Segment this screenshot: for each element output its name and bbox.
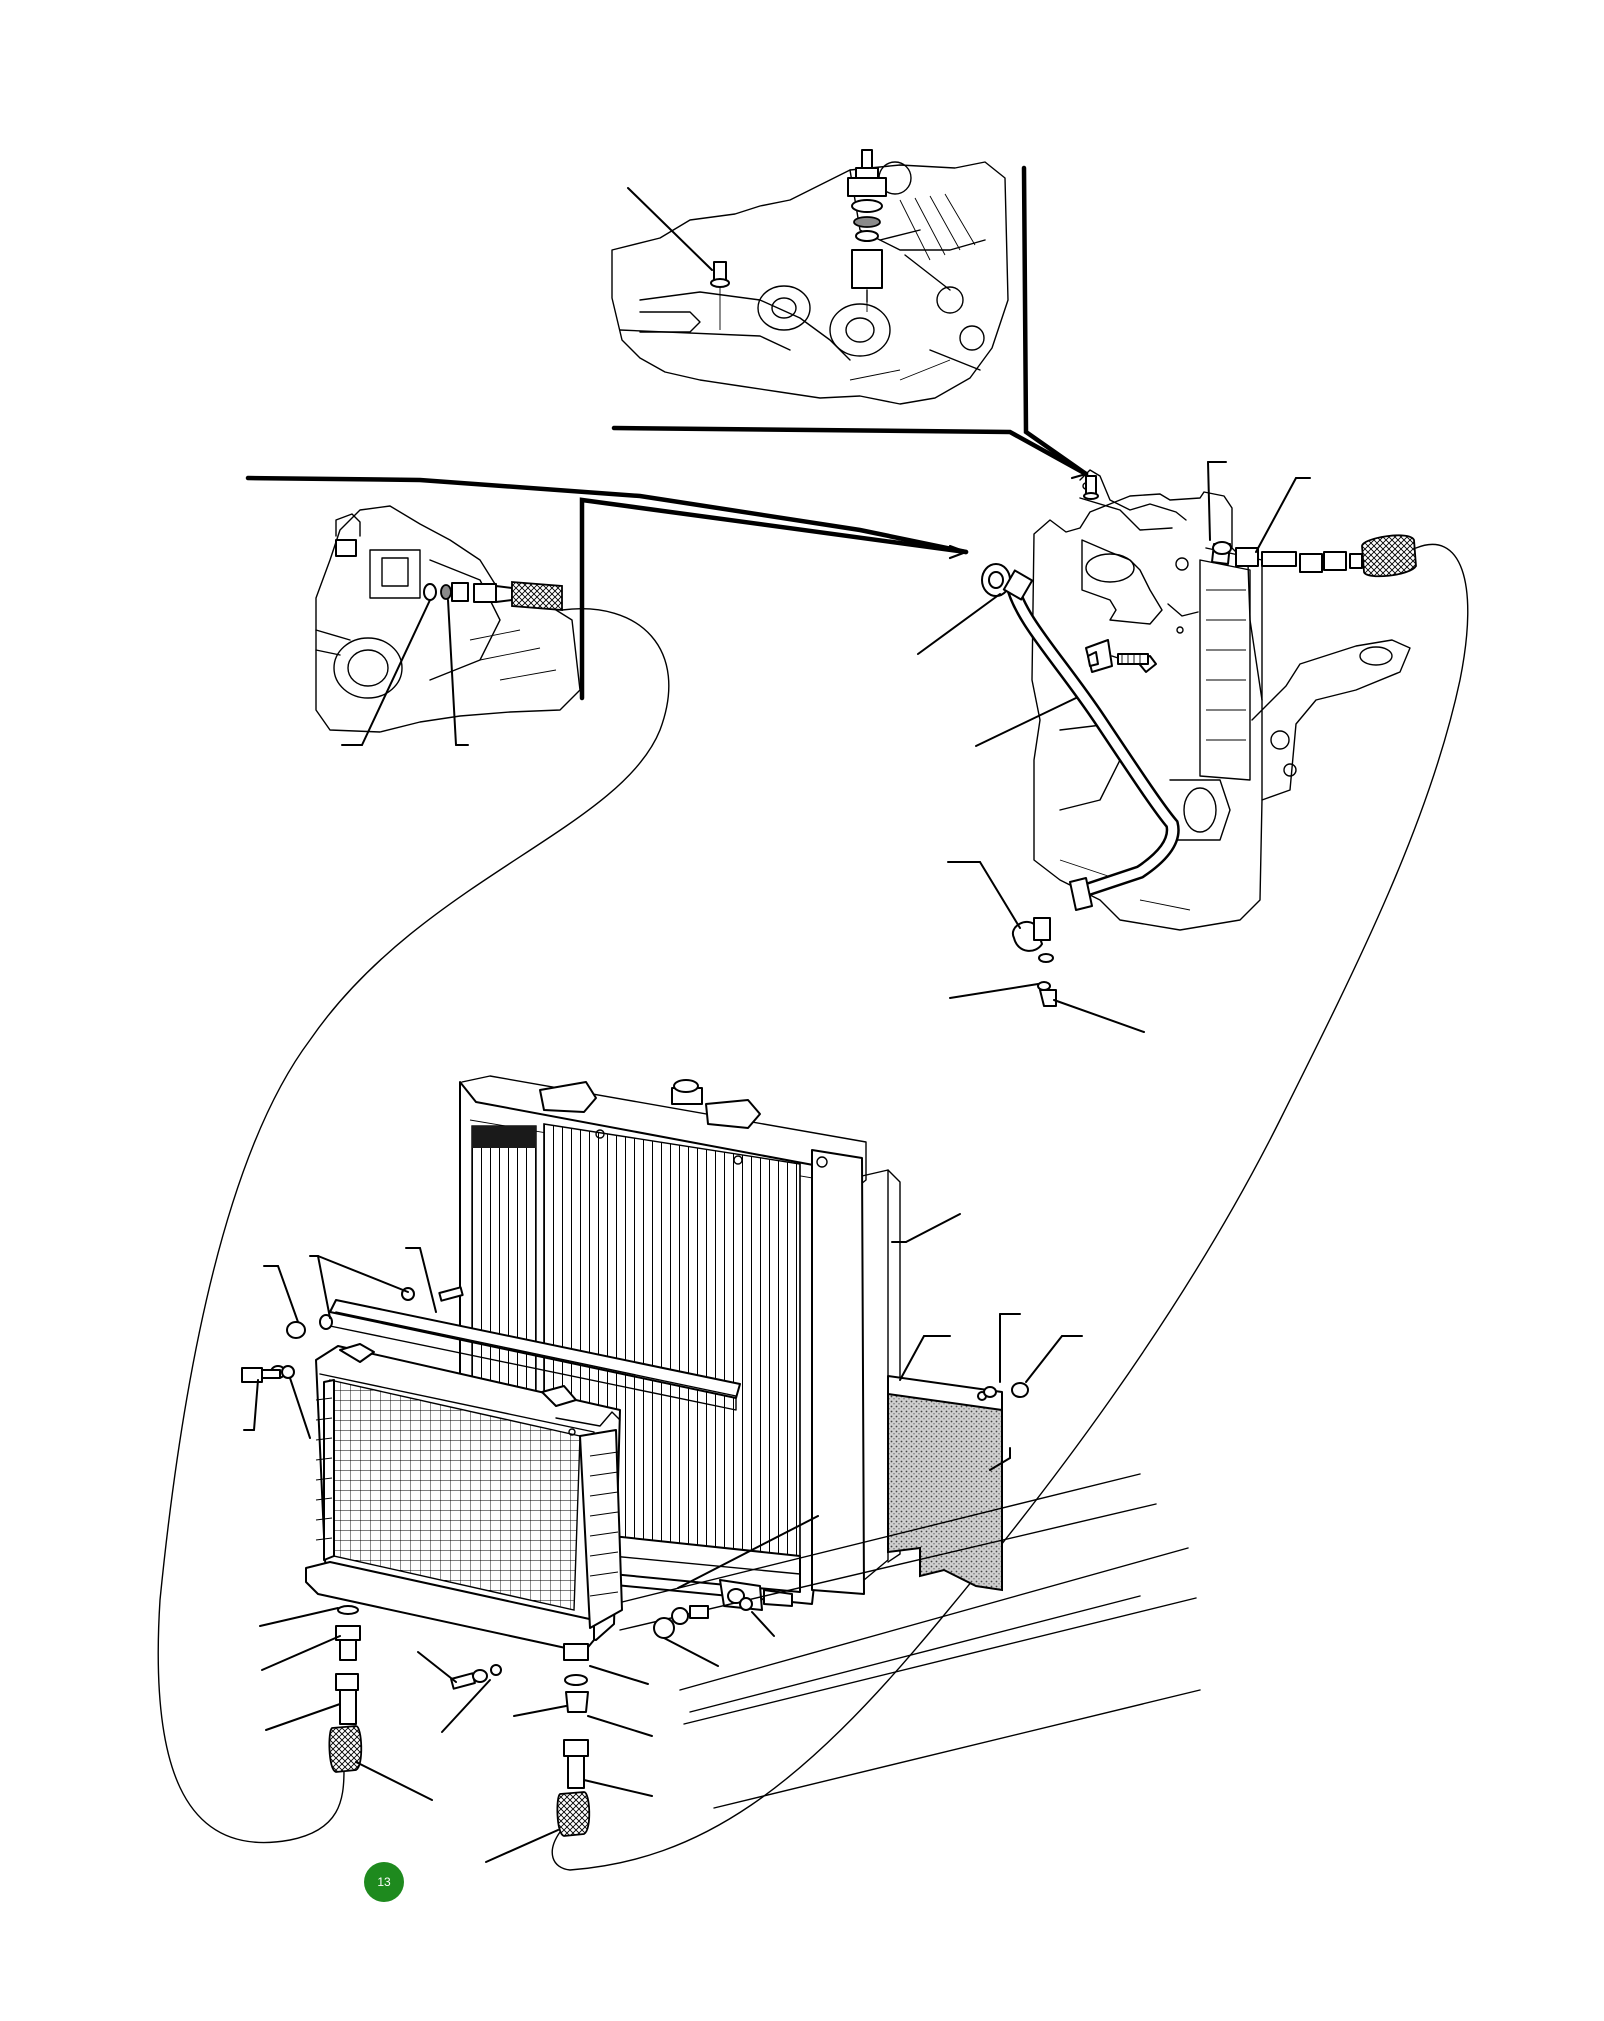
- circle-badge: [364, 1862, 404, 1902]
- shroud-plate: [887, 1335, 1003, 1592]
- hose-line-top: [1021, 165, 1089, 477]
- drain-fitting-top: [710, 261, 730, 330]
- callout-leader: [317, 1255, 331, 1319]
- callout-leader: [447, 599, 457, 746]
- callout-leader: [355, 1761, 433, 1801]
- oil-hose-line: [551, 543, 1469, 1871]
- callout-leader: [485, 1829, 559, 1863]
- oil-hose-line: [981, 563, 1180, 911]
- callout-leader: [989, 1457, 1011, 1471]
- cooler-fitting-left: [328, 1605, 363, 1773]
- callout-leader: [587, 1715, 653, 1737]
- cooler-bolt: [450, 1664, 502, 1690]
- pipe-fitting: [1011, 917, 1057, 1007]
- hose-line-top: [611, 425, 1089, 477]
- callout-leader: [751, 1611, 775, 1637]
- callout-leader: [663, 1637, 719, 1667]
- frame-rail: [683, 1597, 1197, 1725]
- mount-nut: [983, 1382, 1029, 1398]
- page-badge: 13: [364, 1862, 404, 1902]
- hose-fitting-right: [1211, 534, 1417, 578]
- callout-leader: [513, 1705, 567, 1717]
- callout-leader: [289, 1377, 311, 1439]
- badge-label: 13: [377, 1875, 391, 1889]
- callout-leader: [417, 1651, 457, 1683]
- callout-leader: [317, 1255, 409, 1293]
- transmission-housing-drawing: [611, 161, 1009, 405]
- callout-leader: [441, 1679, 491, 1733]
- callout-leader: [1025, 1335, 1063, 1383]
- callout-leader: [677, 1515, 819, 1589]
- callout-leader: [277, 1265, 299, 1323]
- radiator-mount-nut: [653, 1588, 753, 1639]
- frame-rail: [713, 1689, 1201, 1809]
- frame-rail: [605, 1473, 1141, 1607]
- oil-cooler-drawing: [305, 1343, 623, 1653]
- callout-leader: [361, 599, 431, 746]
- callout-leader: [419, 1247, 437, 1313]
- callout-leader: [259, 1607, 339, 1627]
- hose-line-left: [579, 497, 969, 701]
- pressure-sender-top: [847, 149, 887, 312]
- callout-leader: [979, 861, 1021, 929]
- callout-leader: [1207, 461, 1211, 541]
- callout-leader: [905, 1213, 961, 1243]
- callout-leader: [589, 1665, 649, 1685]
- callout-leader: [253, 1379, 259, 1431]
- sender-fitting: [1079, 475, 1173, 531]
- bracket-bolt: [1087, 651, 1149, 667]
- frame-rail: [679, 1547, 1189, 1691]
- hose-line-left: [245, 475, 969, 555]
- callout-leader: [627, 187, 713, 271]
- callout-leader: [1053, 999, 1145, 1033]
- frame-rail: [619, 1503, 1157, 1631]
- callout-leader: [917, 593, 1001, 655]
- callout-leader: [1255, 477, 1297, 553]
- callout-leader: [261, 1635, 341, 1671]
- engine-block-drawing: [315, 505, 581, 733]
- cooler-fitting-right: [556, 1643, 591, 1837]
- oil-hose-line: [157, 608, 670, 1844]
- callout-leader: [583, 1779, 653, 1797]
- callout-leader: [949, 983, 1039, 999]
- frame-rail: [689, 1595, 1141, 1713]
- mounting-bar: [241, 1286, 741, 1411]
- callout-leader: [975, 697, 1077, 747]
- callout-leader: [265, 1703, 341, 1731]
